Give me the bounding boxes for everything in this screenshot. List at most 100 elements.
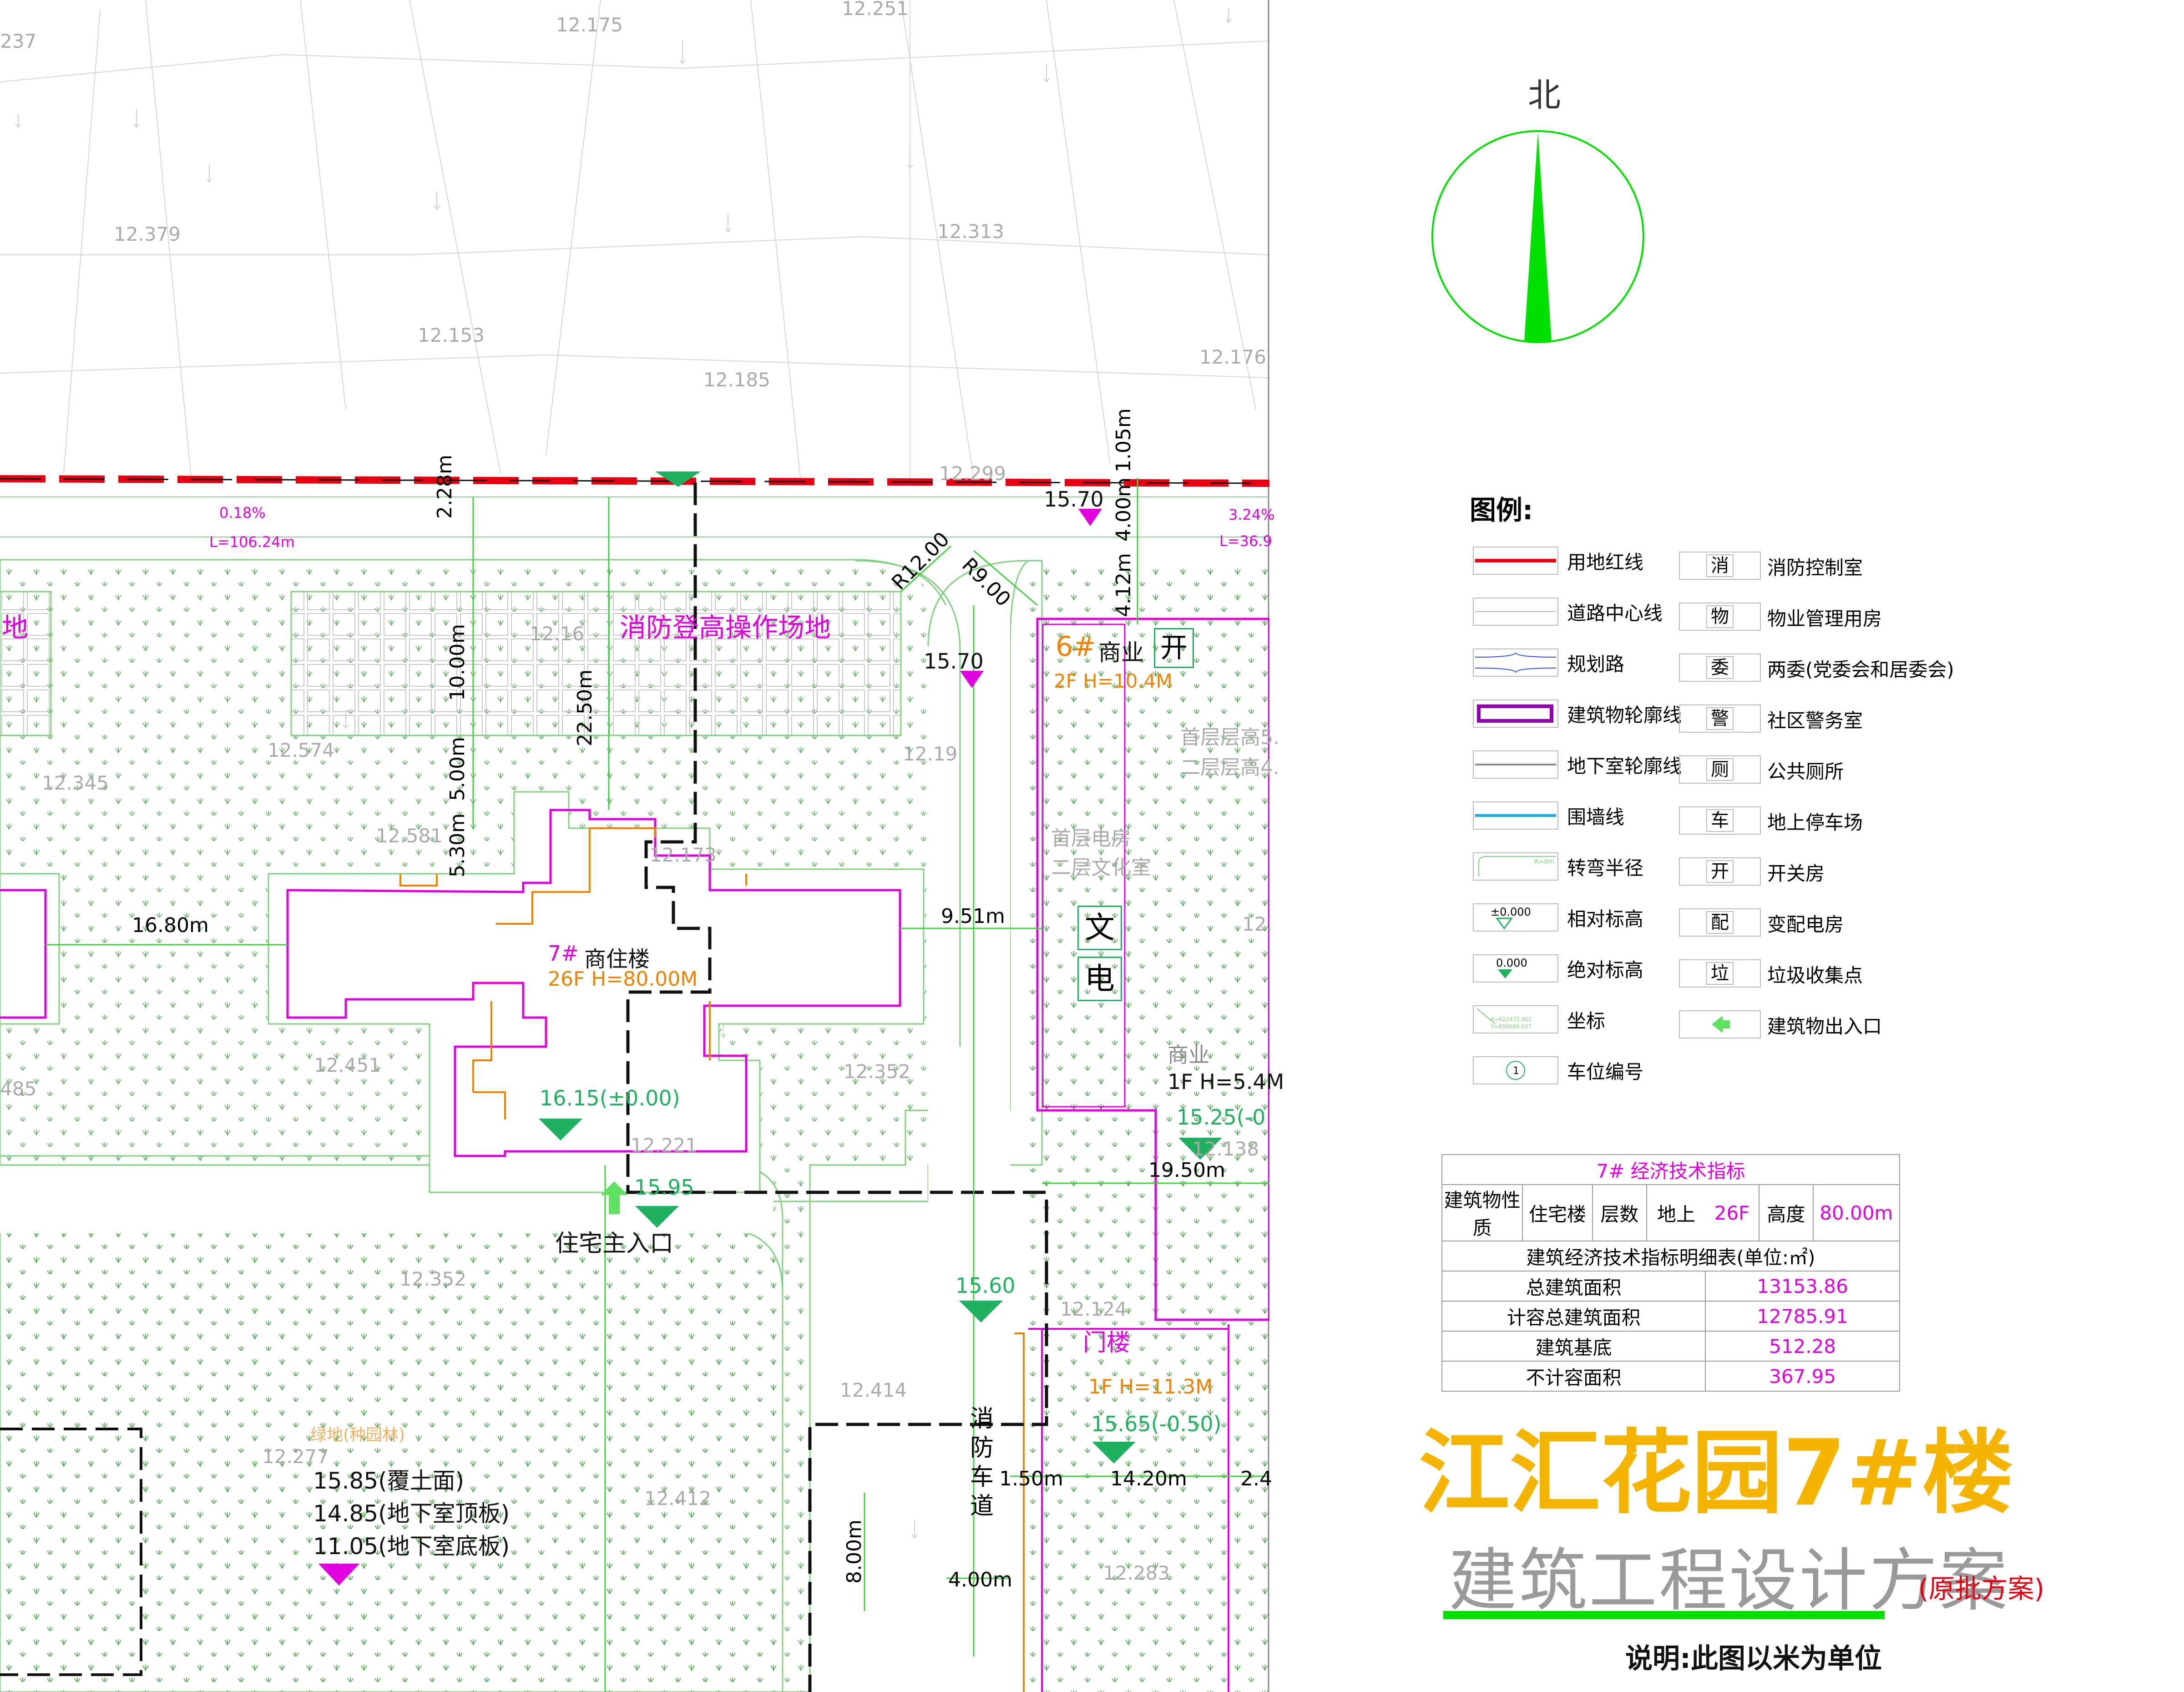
svg-text:±0.000: ±0.000 — [1491, 906, 1531, 918]
curb-radius-r12 — [900, 545, 952, 593]
legend-label: 车位编号 — [1567, 1061, 1644, 1083]
left-building-outline — [0, 889, 47, 1019]
b7-entrance-level: 16.15(±0.00) — [540, 1086, 680, 1110]
b7-level-15-95: 15.95 — [634, 1175, 694, 1200]
road-length-2: L=36.9 — [1219, 532, 1272, 550]
fire-operation-area — [290, 591, 902, 736]
legend-label: 社区警务室 — [1767, 709, 1863, 732]
fire-lane-char: 车 — [970, 1464, 994, 1491]
legend-symbols: R=6m ±0.000 0.000 X=622472.402Y=650689.0… — [1473, 547, 1558, 1084]
elevation-label: 12.352 — [844, 1060, 910, 1083]
legend-label: 坐标 — [1567, 1010, 1606, 1032]
elevation-label: 12.451 — [314, 1054, 381, 1076]
table-row: 建筑物性质 住宅楼 层数 地上 26F 高度 80.00m — [1441, 1184, 1901, 1241]
left-paved-area — [0, 591, 52, 736]
legend-label: 变配电房 — [1767, 913, 1844, 936]
legend-tag: 消 — [1679, 552, 1761, 580]
elevation-label: 12.345 — [42, 772, 109, 794]
elevation-label: 237 — [0, 30, 37, 52]
podium-level-2: 14.85(地下室顶板) — [313, 1500, 510, 1527]
legend-label: 用地红线 — [1567, 551, 1644, 573]
legend-label: 相对标高 — [1567, 908, 1644, 930]
road-slope-1: 0.18% — [219, 504, 266, 522]
dim-22-50: 22.50m — [573, 669, 597, 746]
table-title: 7# 经济技术指标 — [1441, 1154, 1900, 1185]
elevation-label: 12.283 — [1103, 1562, 1170, 1584]
legend-tag: 垃 — [1679, 959, 1761, 988]
gate-level: 15.65(-0.50) — [1091, 1412, 1222, 1436]
entrance-arrow-icon — [1679, 1010, 1761, 1039]
b7-number: 7# — [548, 941, 579, 966]
legend-label: 地下室轮廓线 — [1567, 755, 1682, 777]
legend-label: 物业管理用房 — [1767, 608, 1882, 630]
road-center-line — [0, 478, 1269, 484]
gate-spec: 1F H=11.3M — [1088, 1375, 1213, 1398]
building-6-inner — [1042, 623, 1126, 1108]
svg-text:Y=650689.037: Y=650689.037 — [1490, 1023, 1532, 1030]
dim-19-50: 19.50m — [1148, 1159, 1225, 1182]
b6-room-1: 首层电房 — [1051, 827, 1131, 850]
elevation-label: 12.251 — [842, 0, 909, 20]
elevation-label: 12.412 — [644, 1487, 711, 1510]
elevation-label: 12.176 — [1199, 346, 1266, 368]
fire-lane-char: 道 — [970, 1493, 994, 1520]
north-label: 北 — [1528, 76, 1561, 114]
b6-room-2: 二层文化室 — [1051, 856, 1151, 879]
b7-spec: 26F H=80.00M — [548, 968, 698, 991]
elevation-label: 12.19 — [903, 743, 958, 765]
svg-text:X=622472.402: X=622472.402 — [1491, 1016, 1532, 1023]
culture-room-tag: 文 — [1077, 906, 1122, 950]
legend-label: 消防控制室 — [1767, 557, 1863, 579]
dim-8-00: 8.00m — [843, 1520, 866, 1584]
dim-4-00a: 4.00m — [1112, 477, 1135, 542]
elevation-label: 12.124 — [1060, 1298, 1127, 1320]
commercial-spec: 1F H=5.4M — [1168, 1069, 1284, 1094]
podium-level-3: 11.05(地下室底板) — [313, 1533, 510, 1560]
north-arrow-icon — [1431, 130, 1644, 343]
elevation-label: 12.313 — [937, 220, 1004, 243]
b7-main-entrance: 住宅主入口 — [555, 1230, 674, 1257]
legend-tag: 物 — [1679, 603, 1761, 631]
economic-indicators-table: 7# 经济技术指标 建筑物性质 住宅楼 层数 地上 26F 高度 80.00m … — [1441, 1154, 1901, 1392]
elevation-label: 12.221 — [631, 1134, 698, 1156]
dim-16-80: 16.80m — [132, 914, 209, 937]
legend-label: 道路中心线 — [1567, 602, 1663, 624]
level-top-a: 15.70 — [1044, 487, 1104, 512]
basement-outline — [0, 1428, 142, 1676]
legend-label: 开关房 — [1767, 862, 1825, 885]
survey-contours — [0, 0, 1269, 483]
legend-title: 图例: — [1470, 495, 1533, 526]
fire-lane-char: 防 — [970, 1434, 994, 1462]
legend-tag: 委 — [1679, 653, 1761, 682]
legend-label: 两委(党委会和居委会) — [1767, 659, 1954, 681]
legend-tag: 厕 — [1679, 755, 1761, 784]
b6-number: 6# — [1056, 631, 1096, 663]
road-slope-2: 3.24% — [1228, 506, 1275, 523]
legend-tag: 开 — [1679, 857, 1761, 886]
elevation-label: 12.185 — [703, 369, 770, 391]
project-title: 江汇花园7#楼 — [1419, 1420, 2013, 1526]
power-room-tag: 电 — [1077, 957, 1122, 1001]
b6-spec: 2F H=10.4M — [1054, 670, 1173, 692]
dim-4-12: 4.12m — [1112, 553, 1135, 617]
legend-label: 围墙线 — [1567, 806, 1625, 828]
curb-radius-r9 — [973, 550, 1038, 606]
legend-label: 规划路 — [1567, 653, 1625, 675]
legend-label: 垃圾收集点 — [1767, 964, 1863, 987]
left-building — [0, 873, 60, 1025]
site-plan — [0, 0, 1269, 1692]
elevation-label: 12.581 — [376, 825, 443, 847]
elevation-label: 12.173 — [650, 844, 717, 866]
project-subtitle: 建筑工程设计方案 — [1449, 1541, 2010, 1621]
property-red-line — [0, 475, 1269, 487]
legend-tag: 配 — [1679, 908, 1761, 937]
legend-tag: 警 — [1679, 704, 1761, 733]
gate-building-outline — [1028, 1324, 1229, 1692]
road-length-1: L=106.24m — [209, 533, 295, 551]
elevation-label: 12.16 — [530, 623, 585, 645]
b6-use: 商业 — [1098, 639, 1144, 666]
elevation-label: 12.574 — [268, 739, 334, 761]
gate-orange — [1015, 1332, 1025, 1692]
